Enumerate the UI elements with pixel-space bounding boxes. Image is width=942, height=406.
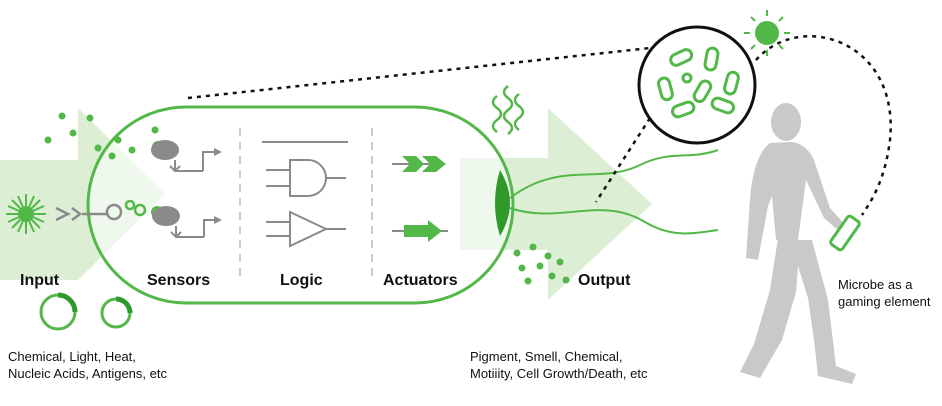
stage-label-sensors: Sensors xyxy=(147,272,211,289)
sensor-top xyxy=(151,140,222,173)
walking-person-icon xyxy=(740,103,856,384)
plasmid-icon xyxy=(39,292,133,331)
burst-icon xyxy=(6,194,46,234)
microbes-zoom-icon xyxy=(637,25,757,145)
microbe-caption: Microbe as a gaming element xyxy=(838,276,942,310)
output-arrow xyxy=(460,108,652,300)
receptor-icon xyxy=(55,199,147,222)
and-gate-icon xyxy=(266,159,346,197)
phone-link xyxy=(755,35,892,216)
stage-label-output: Output xyxy=(578,272,631,289)
flagellum-base xyxy=(495,170,510,236)
sun-icon xyxy=(744,10,790,56)
output-caption: Pigment, Smell, Chemical, Motiiity, Cell… xyxy=(470,348,730,382)
microbe-caption-line1: Microbe as a xyxy=(838,277,913,292)
stage-label-input: Input xyxy=(20,272,60,289)
stage-label-logic: Logic xyxy=(280,272,323,289)
phone-icon xyxy=(829,214,861,252)
input-particles xyxy=(44,112,159,160)
microbe-caption-line2: gaming element xyxy=(838,294,931,309)
input-caption-line1: Chemical, Light, Heat, xyxy=(8,349,136,364)
input-caption-line2: Nucleic Acids, Antigens, etc xyxy=(8,366,167,381)
zoom-line-lower xyxy=(594,117,652,203)
zoom-line xyxy=(187,46,651,100)
stage-label-actuators: Actuators xyxy=(383,272,458,289)
output-particles xyxy=(513,243,570,285)
output-caption-line1: Pigment, Smell, Chemical, xyxy=(470,349,623,364)
double-arrow-icon xyxy=(392,156,446,172)
arrow-icon xyxy=(392,220,448,242)
input-caption: Chemical, Light, Heat, Nucleic Acids, An… xyxy=(8,348,248,382)
output-caption-line2: Motiiity, Cell Growth/Death, etc xyxy=(470,366,648,381)
input-arrow xyxy=(0,108,165,280)
flagella xyxy=(509,149,719,235)
buffer-gate-icon xyxy=(266,210,346,248)
sensor-bottom xyxy=(151,206,222,239)
wavy-lines-icon xyxy=(491,85,525,135)
